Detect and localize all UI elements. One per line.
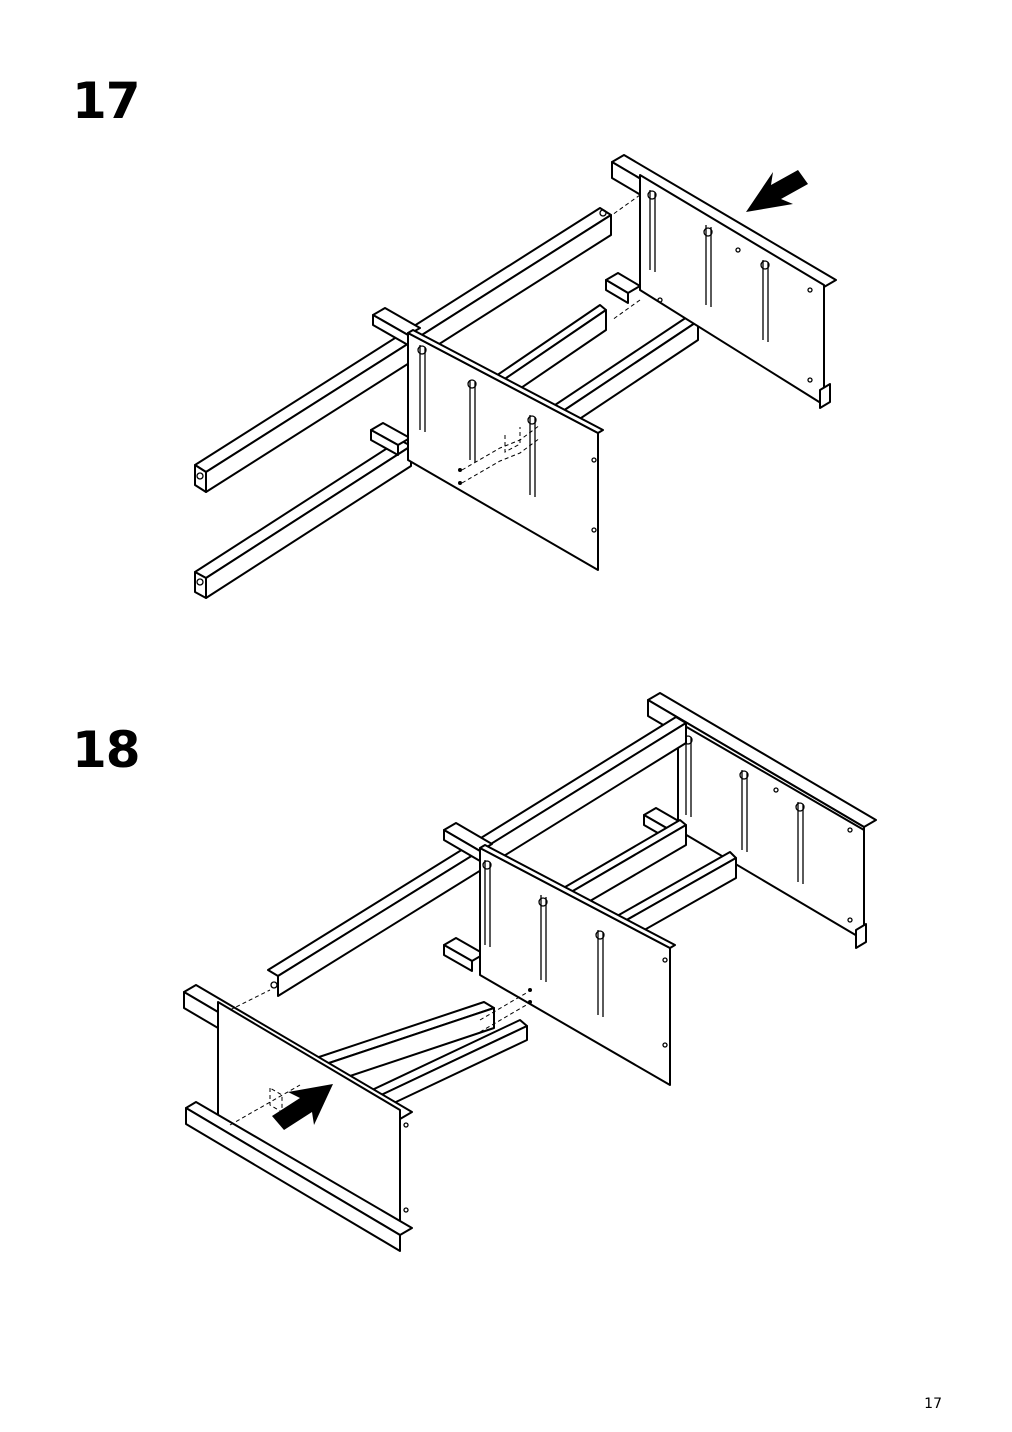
step-17-number: 17 [72, 72, 141, 130]
center-panel [479, 844, 676, 1086]
push-direction-arrow-icon [746, 170, 808, 212]
end-panel [611, 154, 837, 409]
stub-lower-left-face [370, 429, 399, 456]
step-17-illustration [0, 140, 1012, 620]
step-18-illustration [0, 680, 1012, 1280]
step-18-drawing [183, 692, 877, 1252]
middle-rail-back [559, 819, 687, 896]
middle-rail-back [489, 304, 607, 386]
back-end-panel [647, 692, 877, 949]
page-number: 17 [924, 1396, 942, 1412]
center-panel [407, 329, 604, 571]
push-direction-arrow-icon [272, 1084, 333, 1130]
long-rail-lower [194, 439, 412, 599]
stub-right-lower-face [605, 279, 629, 304]
step-18-number: 18 [72, 721, 141, 779]
front-end-panel [183, 984, 529, 1252]
step-17-drawing [194, 154, 837, 599]
stub-lower-left-face [443, 944, 473, 972]
